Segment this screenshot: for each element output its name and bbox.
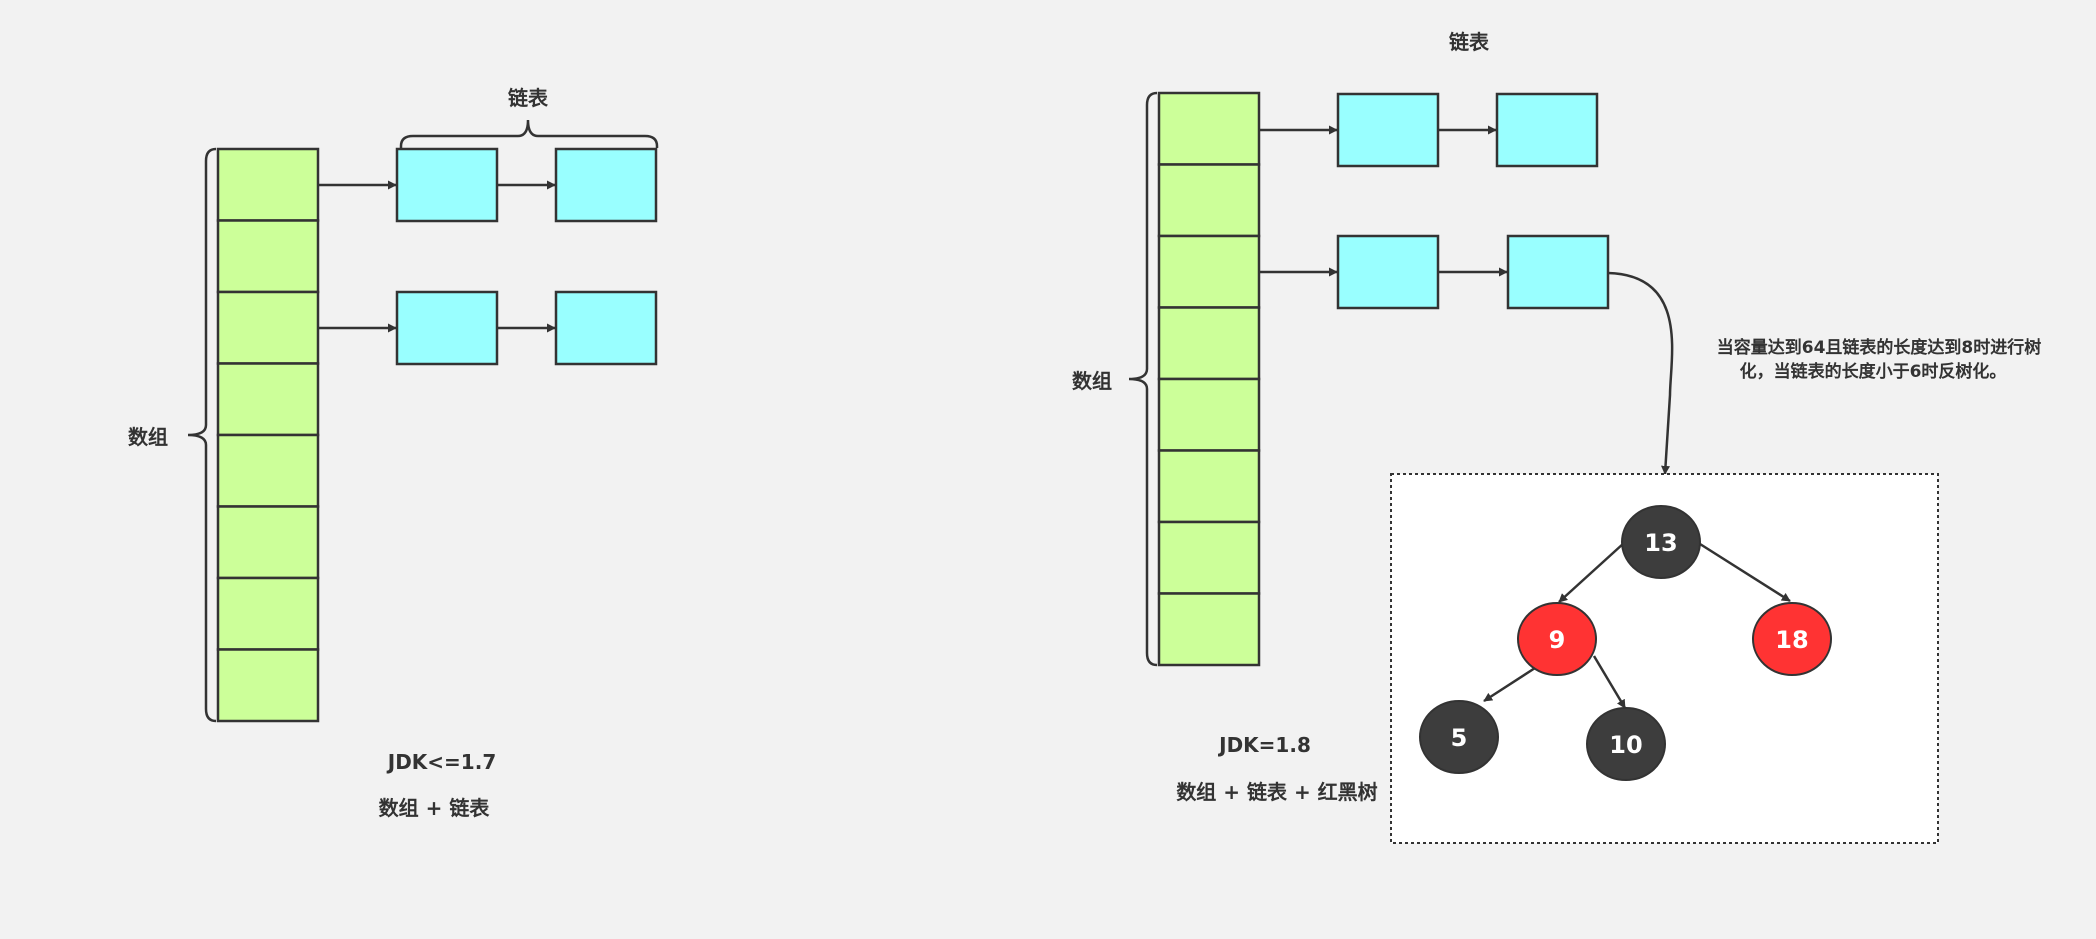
right-list-label: 链表 xyxy=(1449,30,1490,54)
left-list-label: 链表 xyxy=(508,86,549,110)
array-cell xyxy=(1157,592,1261,667)
array-cell xyxy=(216,505,320,580)
array-cell xyxy=(216,290,320,365)
list-node xyxy=(395,290,499,366)
tree-node: 9 xyxy=(1517,602,1597,676)
array-cell xyxy=(216,648,320,723)
tree-node-label: 10 xyxy=(1609,731,1642,759)
right-structure-label: 数组 + 链表 + 红黑树 xyxy=(1176,780,1377,804)
list-node xyxy=(554,147,658,223)
right-array-label: 数组 xyxy=(1072,369,1112,393)
tree-edge xyxy=(1483,666,1536,703)
tree-node-label: 13 xyxy=(1644,529,1677,557)
array-cell xyxy=(216,362,320,437)
right-array-brace xyxy=(1128,91,1158,667)
left-version-label: JDK<=1.7 xyxy=(386,750,497,774)
list-node xyxy=(1336,92,1440,168)
treeify-arrow xyxy=(1607,271,1674,475)
list-node xyxy=(1336,234,1440,310)
right-array xyxy=(1157,91,1261,667)
left-structure-label: 数组 + 链表 xyxy=(379,796,491,820)
treeify-note-line1: 当容量达到64且链表的长度达到8时进行树 xyxy=(1717,337,2042,358)
tree-node: 13 xyxy=(1621,505,1701,579)
tree-node-label: 9 xyxy=(1549,626,1566,654)
array-cell xyxy=(1157,234,1261,309)
tree-node-label: 5 xyxy=(1451,724,1468,752)
right-version-label: JDK=1.8 xyxy=(1217,733,1311,757)
array-cell xyxy=(216,576,320,651)
tree-edge xyxy=(1558,542,1625,603)
array-cell xyxy=(216,433,320,508)
array-cell xyxy=(1157,377,1261,452)
tree-edge xyxy=(1699,542,1791,603)
tree-node: 10 xyxy=(1586,707,1666,781)
array-cell xyxy=(1157,520,1261,595)
array-cell xyxy=(1157,449,1261,524)
left-array xyxy=(216,147,320,723)
left-array-brace xyxy=(187,147,217,723)
tree-node-label: 18 xyxy=(1775,626,1808,654)
list-node xyxy=(1506,234,1610,310)
list-node xyxy=(1495,92,1599,168)
treeify-note-line2: 化，当链表的长度小于6时反树化。 xyxy=(1740,361,2007,382)
tree-node: 18 xyxy=(1752,602,1832,676)
list-node xyxy=(554,290,658,366)
array-cell xyxy=(216,219,320,294)
tree-edge xyxy=(1592,655,1627,709)
list-node xyxy=(395,147,499,223)
left-array-label: 数组 xyxy=(128,425,168,449)
array-cell xyxy=(216,147,320,222)
array-cell xyxy=(1157,91,1261,166)
left-list-brace xyxy=(399,119,659,148)
array-cell xyxy=(1157,163,1261,238)
array-cell xyxy=(1157,306,1261,381)
tree-node: 5 xyxy=(1419,700,1499,774)
